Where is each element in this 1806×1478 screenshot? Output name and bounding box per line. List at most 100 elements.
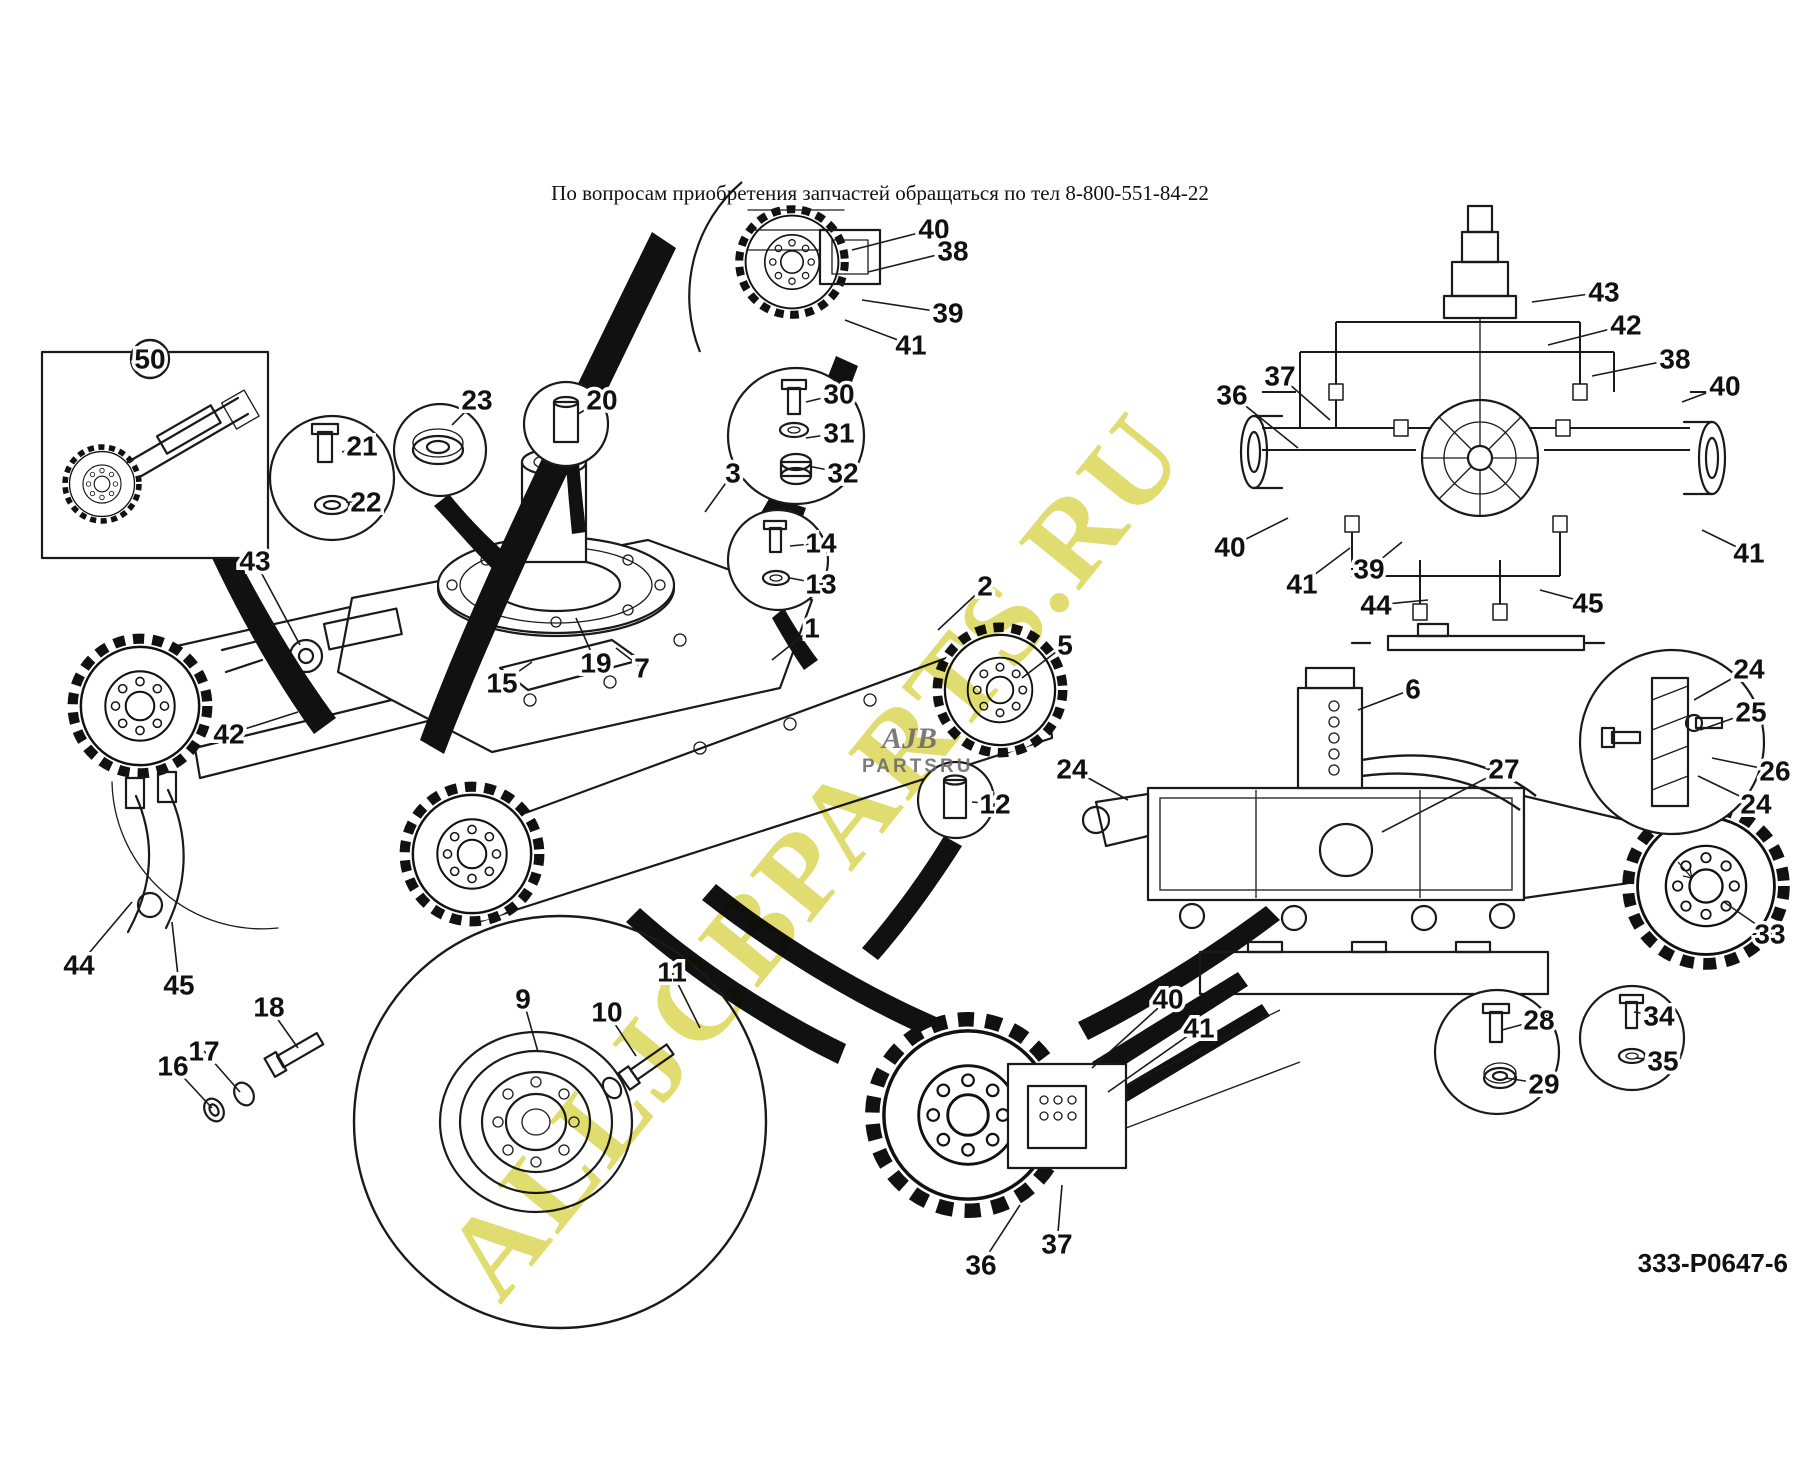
callout-41: 41	[895, 330, 926, 361]
callout-40: 40	[1152, 984, 1183, 1015]
callout-24: 24	[1733, 654, 1765, 685]
top-sprocket-inset	[688, 181, 882, 353]
callout-leader	[1697, 775, 1757, 805]
callout-leader	[1591, 358, 1676, 377]
callout-leader	[805, 393, 840, 403]
callout-1: 1	[804, 613, 820, 644]
right-flange	[1682, 420, 1727, 496]
bottom-bracket	[1350, 622, 1606, 652]
callout-leader	[1381, 768, 1505, 833]
callout-leader	[1357, 688, 1414, 711]
callout-leader	[867, 250, 954, 273]
callout-40: 40	[1709, 371, 1740, 402]
idler-sprocket	[73, 639, 208, 774]
callout-44: 44	[63, 950, 95, 981]
callout-leader	[615, 647, 643, 669]
callout-leader	[704, 472, 734, 513]
callout-leader	[78, 901, 133, 966]
callout-2: 2	[977, 571, 993, 602]
callout-26: 26	[1759, 756, 1790, 787]
callout-leader	[1056, 1184, 1063, 1245]
callout-leader	[1723, 901, 1771, 935]
callout-41: 41	[1286, 569, 1317, 600]
callout-leader	[851, 228, 935, 251]
header-note: По вопросам приобретения запчастей обращ…	[551, 181, 1209, 205]
track-adjuster-inset	[40, 350, 270, 560]
callout-leader	[671, 971, 701, 1029]
callout-leader	[789, 577, 822, 585]
callout-3: 3	[725, 458, 741, 489]
callout-leader	[268, 1006, 299, 1049]
callout-leader	[254, 560, 301, 646]
callout-38: 38	[1659, 344, 1690, 375]
callout-50: 50	[134, 344, 165, 375]
callout-leader	[1021, 644, 1066, 679]
callout-leader	[1279, 375, 1331, 421]
callout-leader	[203, 1050, 241, 1093]
hose-detail-art	[111, 770, 279, 934]
callout-37: 37	[1264, 361, 1295, 392]
callout-5: 5	[1057, 630, 1073, 661]
callout-leader	[771, 627, 813, 661]
callout-34: 34	[1643, 1001, 1675, 1032]
callout-41: 41	[1733, 538, 1764, 569]
callout-leader	[1501, 1019, 1540, 1031]
callout-leader	[522, 998, 539, 1053]
callout-leader	[1091, 998, 1169, 1069]
callout-leader	[1531, 291, 1605, 303]
callout-leader	[1231, 394, 1299, 449]
callout-leader	[1681, 385, 1726, 403]
center-watermark-line2: PARTSRU	[862, 756, 973, 777]
track-pad	[1198, 940, 1550, 996]
callout-10: 10	[591, 997, 622, 1028]
final-drive-detail-art	[872, 972, 1301, 1211]
callout-leader	[980, 1204, 1021, 1266]
drawing-number: 333-P0647-6	[1638, 1248, 1788, 1278]
fastener-16-17-18	[203, 1031, 325, 1123]
callout-leader	[451, 399, 478, 426]
callout-25: 25	[1735, 697, 1766, 728]
callout-leader	[1505, 1077, 1545, 1085]
callout-leader	[861, 299, 949, 314]
callout-leader	[971, 801, 996, 805]
callout-leader	[1301, 547, 1351, 585]
callout-21: 21	[346, 431, 377, 462]
callout-leader	[805, 432, 840, 439]
callout-leader	[577, 399, 603, 415]
callout-18: 18	[253, 992, 284, 1023]
callout-39: 39	[1353, 554, 1384, 585]
callout-28: 28	[1523, 1005, 1554, 1036]
callout-leader	[575, 617, 597, 664]
callout-23: 23	[461, 385, 492, 416]
fastener-balloons	[268, 366, 1766, 1116]
callout-leader	[1107, 1027, 1200, 1093]
callout-27: 27	[1488, 754, 1519, 785]
callout-45: 45	[1572, 588, 1603, 619]
callout-37: 37	[1041, 1229, 1072, 1260]
hub-detail-art	[352, 914, 768, 1330]
callout-45: 45	[163, 970, 194, 1001]
front-sprocket	[405, 787, 540, 922]
callout-7: 7	[634, 653, 650, 684]
callout-40: 40	[1214, 532, 1245, 563]
side-view-art	[1081, 666, 1784, 996]
callout-leader	[1635, 1057, 1664, 1062]
callout-24: 24	[1056, 754, 1088, 785]
callout-22: 22	[350, 487, 381, 518]
inset-sprocket	[739, 209, 845, 315]
callout-24: 24	[1740, 789, 1772, 820]
callout-42: 42	[213, 719, 244, 750]
left-flange	[1239, 414, 1284, 490]
callout-leader	[1693, 668, 1750, 701]
callout-39: 39	[932, 298, 963, 329]
callout-31: 31	[823, 418, 854, 449]
callout-36: 36	[1216, 380, 1247, 411]
center-watermark-line1: AJB	[880, 722, 937, 755]
callout-leader	[341, 445, 363, 453]
callout-41: 41	[1183, 1013, 1214, 1044]
callout-15: 15	[486, 668, 517, 699]
callout-29: 29	[1528, 1069, 1559, 1100]
callout-36: 36	[965, 1250, 996, 1281]
